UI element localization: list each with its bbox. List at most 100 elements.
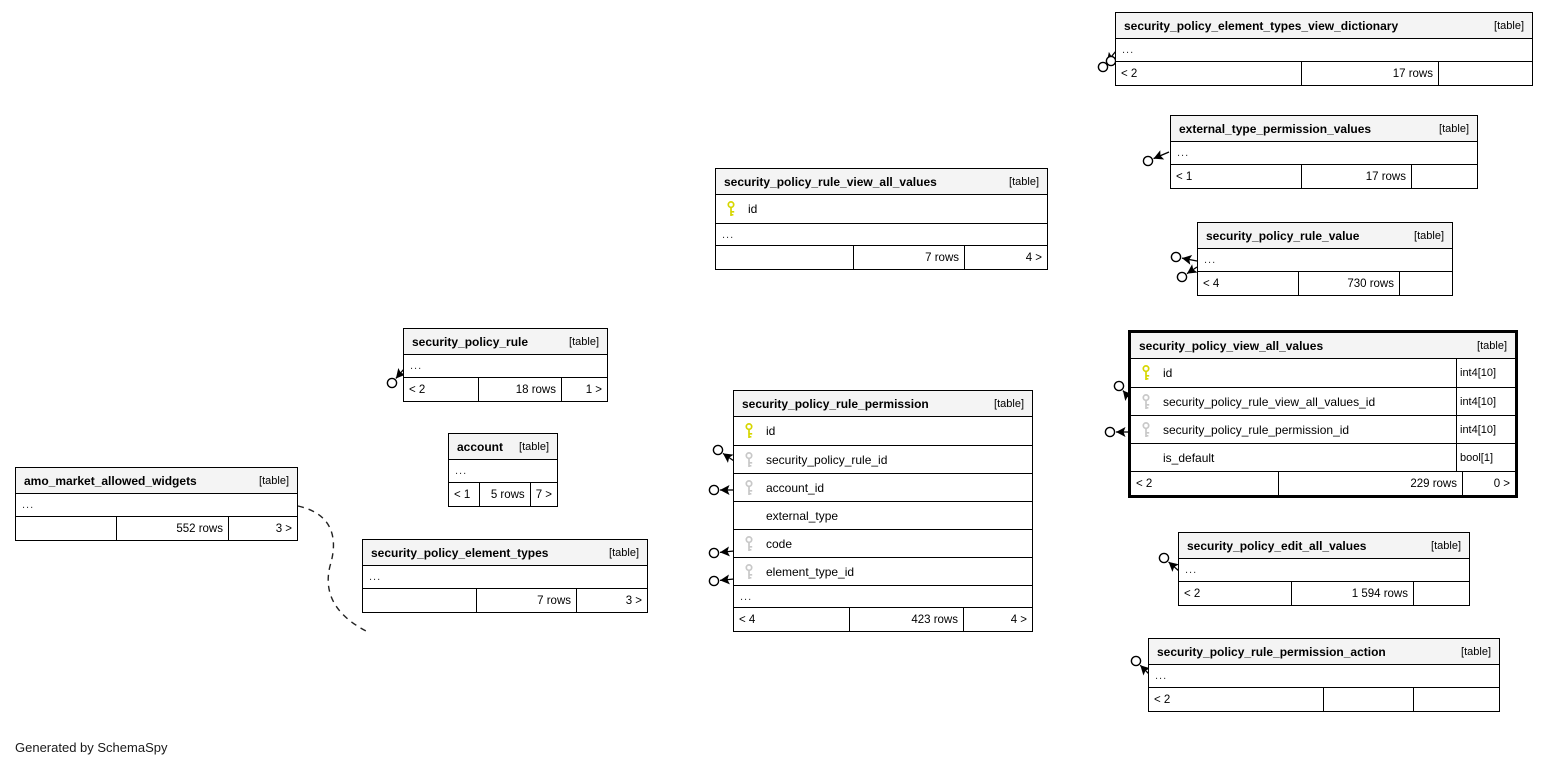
entity-title: security_policy_edit_all_values xyxy=(1187,538,1367,553)
entity-security_policy_element_types_view_dictionary[interactable]: security_policy_element_types_view_dicti… xyxy=(1115,12,1533,86)
footer-row-count: 17 rows xyxy=(1301,165,1411,188)
footer-hidden-children xyxy=(1413,582,1469,605)
footer-row-count: 5 rows xyxy=(478,483,530,506)
footer-hidden-parents: < 2 xyxy=(1154,693,1171,706)
entity-title: security_policy_rule_permission_action xyxy=(1157,644,1386,659)
footer-hidden-parents: < 2 xyxy=(409,383,426,396)
entity-header[interactable]: security_policy_view_all_values [table] xyxy=(1131,333,1515,359)
foreign-key-icon xyxy=(1141,421,1151,438)
column-type: int4[10] xyxy=(1456,359,1515,387)
column-row-element_type_id: element_type_id xyxy=(734,557,1032,585)
entity-type-tag: [table] xyxy=(259,474,289,487)
entity-security_policy_view_all_values[interactable]: security_policy_view_all_values [table] id… xyxy=(1128,330,1518,498)
entity-footer: < 1 17 rows xyxy=(1171,164,1477,188)
footer-hidden-children xyxy=(1411,165,1477,188)
footer-hidden-parents: < 4 xyxy=(1203,277,1220,290)
primary-key-icon xyxy=(726,201,736,217)
relationship-endpoint-icon xyxy=(708,546,735,559)
hidden-columns-ellipsis: ... xyxy=(734,585,1032,607)
entity-header[interactable]: security_policy_rule_view_all_values [tab… xyxy=(716,169,1047,195)
entity-header[interactable]: security_policy_element_types_view_dicti… xyxy=(1116,13,1532,39)
hidden-columns-ellipsis: ... xyxy=(1185,564,1198,576)
entity-type-tag: [table] xyxy=(1494,19,1524,32)
entity-title: security_policy_view_all_values xyxy=(1139,338,1324,353)
entity-title: security_policy_rule_value xyxy=(1206,228,1360,243)
entity-security_policy_edit_all_values[interactable]: security_policy_edit_all_values [table]..… xyxy=(1178,532,1470,606)
entity-security_policy_rule_permission[interactable]: security_policy_rule_permission [table] id… xyxy=(733,390,1033,632)
relationship-endpoint-icon xyxy=(1097,50,1117,73)
column-name: external_type xyxy=(766,508,839,523)
column-row-account_id: account_id xyxy=(734,473,1032,501)
hidden-columns-ellipsis: ... xyxy=(1122,44,1135,56)
entity-title: account xyxy=(457,439,504,454)
entity-header[interactable]: security_policy_element_types[table] xyxy=(363,540,647,566)
footer-row-count xyxy=(1323,688,1413,711)
entity-title: security_policy_rule_permission xyxy=(742,396,929,411)
entity-footer: < 2 1 594 rows xyxy=(1179,581,1469,605)
footer-row-count: 423 rows xyxy=(849,608,963,631)
entity-header[interactable]: security_policy_rule [table] xyxy=(404,329,607,355)
footer-hidden-parents: < 2 xyxy=(1184,587,1201,600)
column-row-id: id xyxy=(734,417,1032,445)
entity-title: security_policy_element_types_view_dicti… xyxy=(1124,18,1399,33)
footer-hidden-parents: < 1 xyxy=(1176,170,1193,183)
hidden-columns-ellipsis: ... xyxy=(1155,670,1168,682)
column-row-id: id xyxy=(716,195,1047,223)
footer-hidden-children xyxy=(1413,688,1499,711)
generator-note: Generated by SchemaSpy xyxy=(15,740,168,755)
entity-security_policy_rule_permission_action[interactable]: security_policy_rule_permission_action[t… xyxy=(1148,638,1500,712)
footer-hidden-children: 1 > xyxy=(561,378,607,401)
entity-header[interactable]: security_policy_rule_value[table] xyxy=(1198,223,1452,249)
entity-type-tag: [table] xyxy=(1439,122,1469,135)
entity-security_policy_rule_value[interactable]: security_policy_rule_value[table]... < 4 7… xyxy=(1197,222,1453,296)
footer-hidden-parents xyxy=(363,589,476,612)
entity-type-tag: [table] xyxy=(569,335,599,348)
footer-hidden-children: 4 > xyxy=(963,608,1032,631)
column-name: account_id xyxy=(766,480,825,495)
entity-title: amo_market_allowed_widgets xyxy=(24,473,197,488)
footer-row-count: 730 rows xyxy=(1298,272,1399,295)
entity-security_policy_element_types[interactable]: security_policy_element_types[table]...7… xyxy=(362,539,648,613)
entity-header[interactable]: security_policy_rule_permission [table] xyxy=(734,391,1032,417)
relationship-endpoint-icon xyxy=(708,484,734,496)
entity-header[interactable]: security_policy_edit_all_values [table] xyxy=(1179,533,1469,559)
entity-header[interactable]: account [table] xyxy=(449,434,557,460)
column-row-security_policy_rule_id: security_policy_rule_id xyxy=(734,445,1032,473)
entity-header[interactable]: amo_market_allowed_widgets [table] xyxy=(16,468,297,494)
footer-hidden-children: 0 > xyxy=(1462,472,1515,495)
hidden-columns-ellipsis: ... xyxy=(1204,254,1217,266)
relationship-endpoint-icon xyxy=(1104,426,1129,438)
relationship-endpoint-icon xyxy=(1170,251,1198,265)
column-name: is_default xyxy=(1163,450,1215,465)
column-type: bool[1] xyxy=(1456,444,1515,471)
entity-type-tag: [table] xyxy=(1009,175,1039,188)
entity-external_type_permission_values[interactable]: external_type_permission_values[table]..… xyxy=(1170,115,1478,189)
entity-type-tag: [table] xyxy=(994,397,1024,410)
entity-footer: < 2 xyxy=(1149,687,1499,711)
entity-amo_market_allowed_widgets[interactable]: amo_market_allowed_widgets[table]...552 … xyxy=(15,467,298,541)
hidden-columns-ellipsis: ... xyxy=(1177,147,1190,159)
hidden-columns-ellipsis: ... xyxy=(410,360,423,372)
entity-type-tag: [table] xyxy=(1431,539,1461,552)
entity-security_policy_rule_view_all_values[interactable]: security_policy_rule_view_all_values [tab… xyxy=(715,168,1048,270)
implied-relationship-curve xyxy=(297,505,369,633)
footer-row-count: 1 594 rows xyxy=(1291,582,1413,605)
entity-title: security_policy_rule xyxy=(412,334,529,349)
hidden-columns-ellipsis: ... xyxy=(716,223,1047,245)
entity-header[interactable]: security_policy_rule_permission_action[t… xyxy=(1149,639,1499,665)
entity-type-tag: [table] xyxy=(1477,339,1507,352)
column-name: id xyxy=(766,424,776,438)
entity-header[interactable]: external_type_permission_values[table] xyxy=(1171,116,1477,142)
relationship-endpoint-icon xyxy=(1176,264,1198,283)
entity-title: security_policy_rule_view_all_values xyxy=(724,174,937,189)
entity-type-tag: [table] xyxy=(519,440,549,453)
relationship-endpoint-icon xyxy=(1142,150,1170,167)
